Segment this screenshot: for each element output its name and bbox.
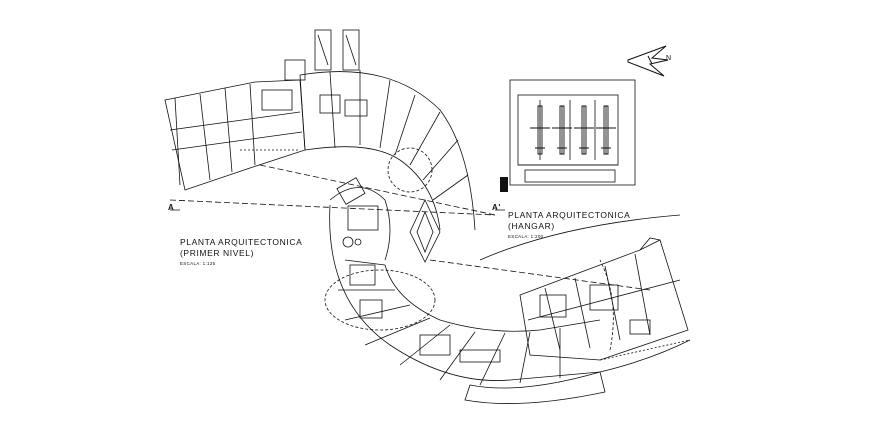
left-wing <box>164 59 306 191</box>
right-wing <box>519 237 691 361</box>
plan-primer-subtitle: (PRIMER NIVEL) <box>180 248 255 258</box>
section-mark-left: A <box>168 203 175 212</box>
section-mark-right: A' <box>492 203 501 212</box>
site-arc <box>479 214 681 261</box>
section-line <box>169 164 505 216</box>
plan-hangar-subtitle: (HANGAR) <box>508 221 555 231</box>
aircraft-marker <box>500 177 508 192</box>
central-courtyard <box>324 147 441 331</box>
section-line-2 <box>429 259 651 291</box>
lower-curved-wing <box>329 204 691 404</box>
aircraft-icon <box>530 105 616 155</box>
plan-hangar-scale: ESCALA: 1:200 <box>508 234 544 239</box>
north-arrow-icon <box>627 45 669 77</box>
plan-primer-scale: ESCALA: 1:125 <box>180 261 216 266</box>
hangar-plan <box>509 79 636 186</box>
north-label: N <box>666 55 671 62</box>
plan-hangar-title: PLANTA ARQUITECTONICA <box>508 210 631 220</box>
upper-curved-wing <box>299 29 476 231</box>
plan-primer-title: PLANTA ARQUITECTONICA <box>180 237 303 247</box>
